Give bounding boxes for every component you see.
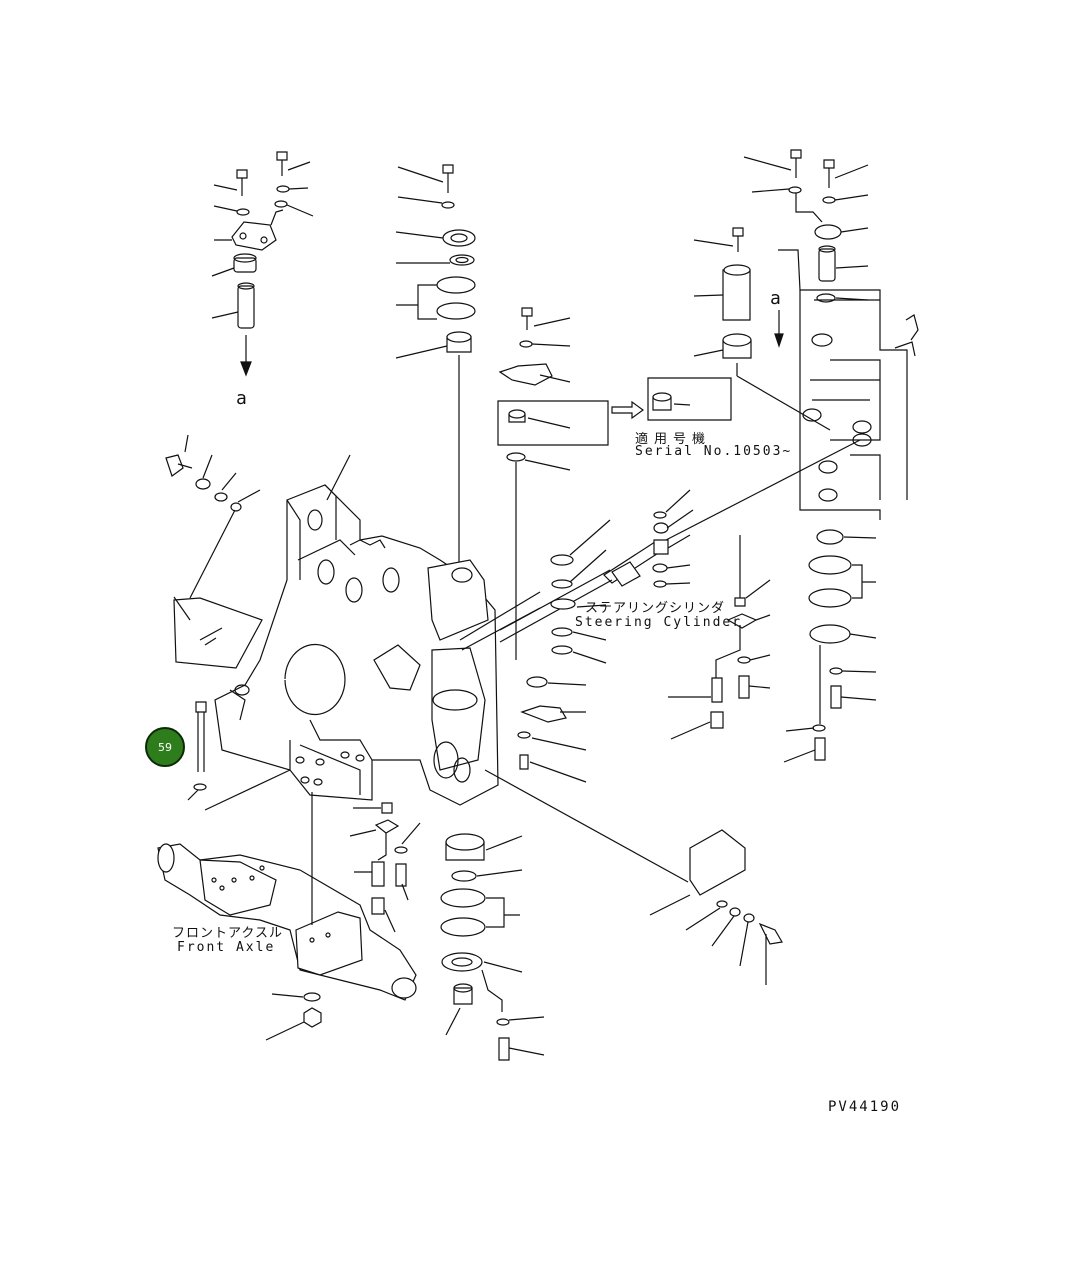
lower-center-stack <box>441 834 544 1060</box>
steering-cylinder <box>500 440 860 782</box>
bottom-left-nut-washer <box>266 993 321 1040</box>
serial-label-jp: 適用号機 <box>635 432 712 447</box>
axle-pivot-stack <box>350 803 420 932</box>
steering-cylinder-label-jp: ステアリングシリンダ <box>585 601 726 616</box>
part-hotspot-59[interactable]: 59 <box>145 727 185 767</box>
serial-label-en: Serial No.10503~ <box>635 444 793 459</box>
drawing-code: PV44190 <box>828 1099 902 1115</box>
top-center-bushing-stack <box>396 165 475 565</box>
cover-plate-left <box>174 597 262 668</box>
ref-marker-a-left: a <box>236 388 247 409</box>
front-frame <box>215 455 540 805</box>
tall-frame-bolt <box>188 702 290 810</box>
steering-cylinder-label-en: Steering Cylinder <box>575 615 743 630</box>
serial-variant-boxes <box>498 378 731 660</box>
rear-frame-section <box>778 250 918 520</box>
left-bolt-washers <box>166 435 260 598</box>
top-right-pin-assembly <box>694 150 868 430</box>
front-axle-label-jp: フロントアクスル <box>172 926 283 941</box>
front-axle <box>158 792 416 1000</box>
ref-marker-a-right: a <box>770 288 781 309</box>
top-left-pin-assembly <box>212 152 313 375</box>
right-cylinder-end-parts <box>668 535 770 739</box>
cover-plate-right <box>485 770 782 985</box>
center-bolt-and-plate <box>500 308 570 385</box>
front-axle-label-en: Front Axle <box>177 940 276 955</box>
right-lower-bushing-stack <box>784 530 876 762</box>
